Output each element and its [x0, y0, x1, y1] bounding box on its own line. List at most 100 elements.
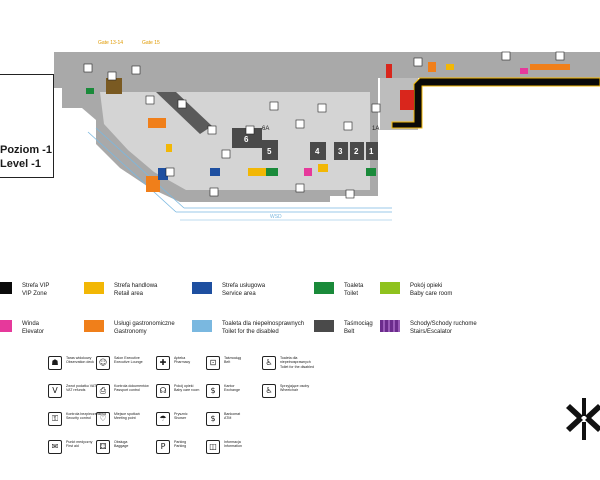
icon-label-en: First aid — [66, 444, 79, 449]
icon-label-pl: Miejsce spotkań — [114, 412, 140, 416]
gastronomy-area — [428, 62, 436, 72]
gastronomy-area — [146, 176, 160, 192]
icon-label-pl: Kontrola dokumentów — [114, 384, 149, 388]
pictogram — [371, 103, 381, 113]
legend-label-en: Service area — [222, 291, 256, 297]
icon-label-pl: Informacja — [224, 440, 241, 444]
pictogram — [207, 125, 217, 135]
vip-zone[interactable] — [391, 77, 600, 129]
icon-label-en: Security control — [66, 416, 91, 421]
pictogram-icon: ☺ — [96, 356, 110, 370]
legend-label-en: Gastronomy — [114, 329, 147, 335]
legend-label-pl: Toaleta dla niepełnosprawnych — [222, 321, 305, 327]
legend-label-pl: Strefa VIP — [22, 283, 50, 289]
icon-label-en: ATM — [224, 416, 232, 421]
retail-area — [530, 64, 570, 70]
icon-label-en: Wheelchair — [280, 388, 298, 393]
legend-label-pl: Taśmociąg — [344, 321, 373, 327]
red-zone — [386, 64, 392, 78]
pictogram — [343, 121, 353, 131]
icon-label-en: Shower — [174, 416, 187, 421]
pictogram — [501, 51, 511, 61]
legend-swatch — [314, 282, 334, 294]
pictogram — [555, 51, 565, 61]
pictogram — [209, 187, 219, 197]
pictogram — [83, 63, 93, 73]
gate-tag: Gate 15 — [142, 40, 160, 46]
retail-area — [318, 164, 328, 172]
icon-label-en: Information — [224, 444, 242, 449]
legend-swatch — [0, 282, 12, 294]
legend-label-pl: Strefa usługowa — [222, 283, 266, 289]
gate-number: 1A — [372, 126, 379, 132]
icon-legend-item: a — [0, 384, 14, 398]
icon-label-pl: Zwrot podatku VAT — [66, 384, 97, 388]
icon-label-pl: Kontrola bezpieczeństwa — [66, 412, 106, 416]
legend-swatch — [192, 282, 212, 294]
icon-label-en: Baby care room — [174, 388, 200, 393]
belt-5 — [262, 140, 278, 160]
pictogram — [165, 167, 175, 177]
icon-legend-item: baggage — [0, 412, 14, 426]
legend-label-pl: Toaleta — [344, 283, 364, 289]
walkway-line — [87, 131, 177, 213]
icon-label-pl: Bankomat — [224, 412, 241, 416]
icon-legend-item: ice — [0, 440, 14, 454]
gate-numbers: 6 5 4 3 2 1 — [244, 135, 374, 156]
icon-label-en: Pharmacy — [174, 360, 191, 365]
pictogram — [413, 57, 423, 67]
pictogram-icon: ✚ — [156, 356, 170, 370]
legend-swatch — [314, 320, 334, 332]
legend-label-pl: Strefa handlowa — [114, 283, 158, 289]
service-area — [106, 78, 122, 94]
level-title-pl: Poziom -1 — [0, 144, 52, 156]
gate-number: 1 — [369, 147, 374, 156]
toilet-area — [86, 88, 94, 94]
airport-logo — [566, 398, 600, 440]
icon-label-pl: Toaleta dla niepełnosprawnych — [280, 356, 311, 365]
icon-label-en: Executive Lounge — [114, 360, 143, 365]
icon-label-pl: Prysznic — [174, 412, 188, 416]
pictogram-icon: P — [156, 440, 170, 454]
pictogram — [221, 149, 231, 159]
belt-6 — [232, 128, 262, 148]
gate-number: 5 — [267, 147, 272, 156]
pictogram-icon: ✉ — [48, 440, 62, 454]
legend-swatch — [380, 282, 400, 294]
legend-label-en: Toilet for the disabled — [222, 329, 279, 335]
icon-label-en: VAT refunds — [66, 388, 86, 393]
level-inset-frame — [0, 74, 54, 178]
terminal-map[interactable]: 6 5 4 3 2 1 6A 1A WSD — [0, 0, 600, 240]
legend-label-en: Belt — [344, 329, 355, 335]
gate-sub-numbers: 6A 1A — [262, 126, 379, 132]
legend-label-en: Stairs/Escalator — [410, 329, 453, 335]
legend-label-pl: Schody/Schody ruchome — [410, 321, 477, 327]
icon-label-en: Observation deck — [66, 360, 94, 365]
pictogram-icon: ☊ — [156, 384, 170, 398]
belt-2 — [350, 142, 364, 160]
service-area — [158, 168, 168, 180]
corridor-label: WSD — [270, 214, 282, 220]
pictogram-icon: ♡ — [96, 412, 110, 426]
gate-number: 2 — [354, 147, 359, 156]
red-zone — [400, 90, 414, 110]
icon-label-en: Belt — [224, 360, 231, 365]
legend-swatch — [84, 320, 104, 332]
zone-blocks — [28, 62, 570, 192]
pictogram-icon: ⎙ — [96, 384, 110, 398]
gate-tag: Gate 13-14 — [98, 40, 124, 46]
gastronomy-area — [148, 118, 166, 128]
